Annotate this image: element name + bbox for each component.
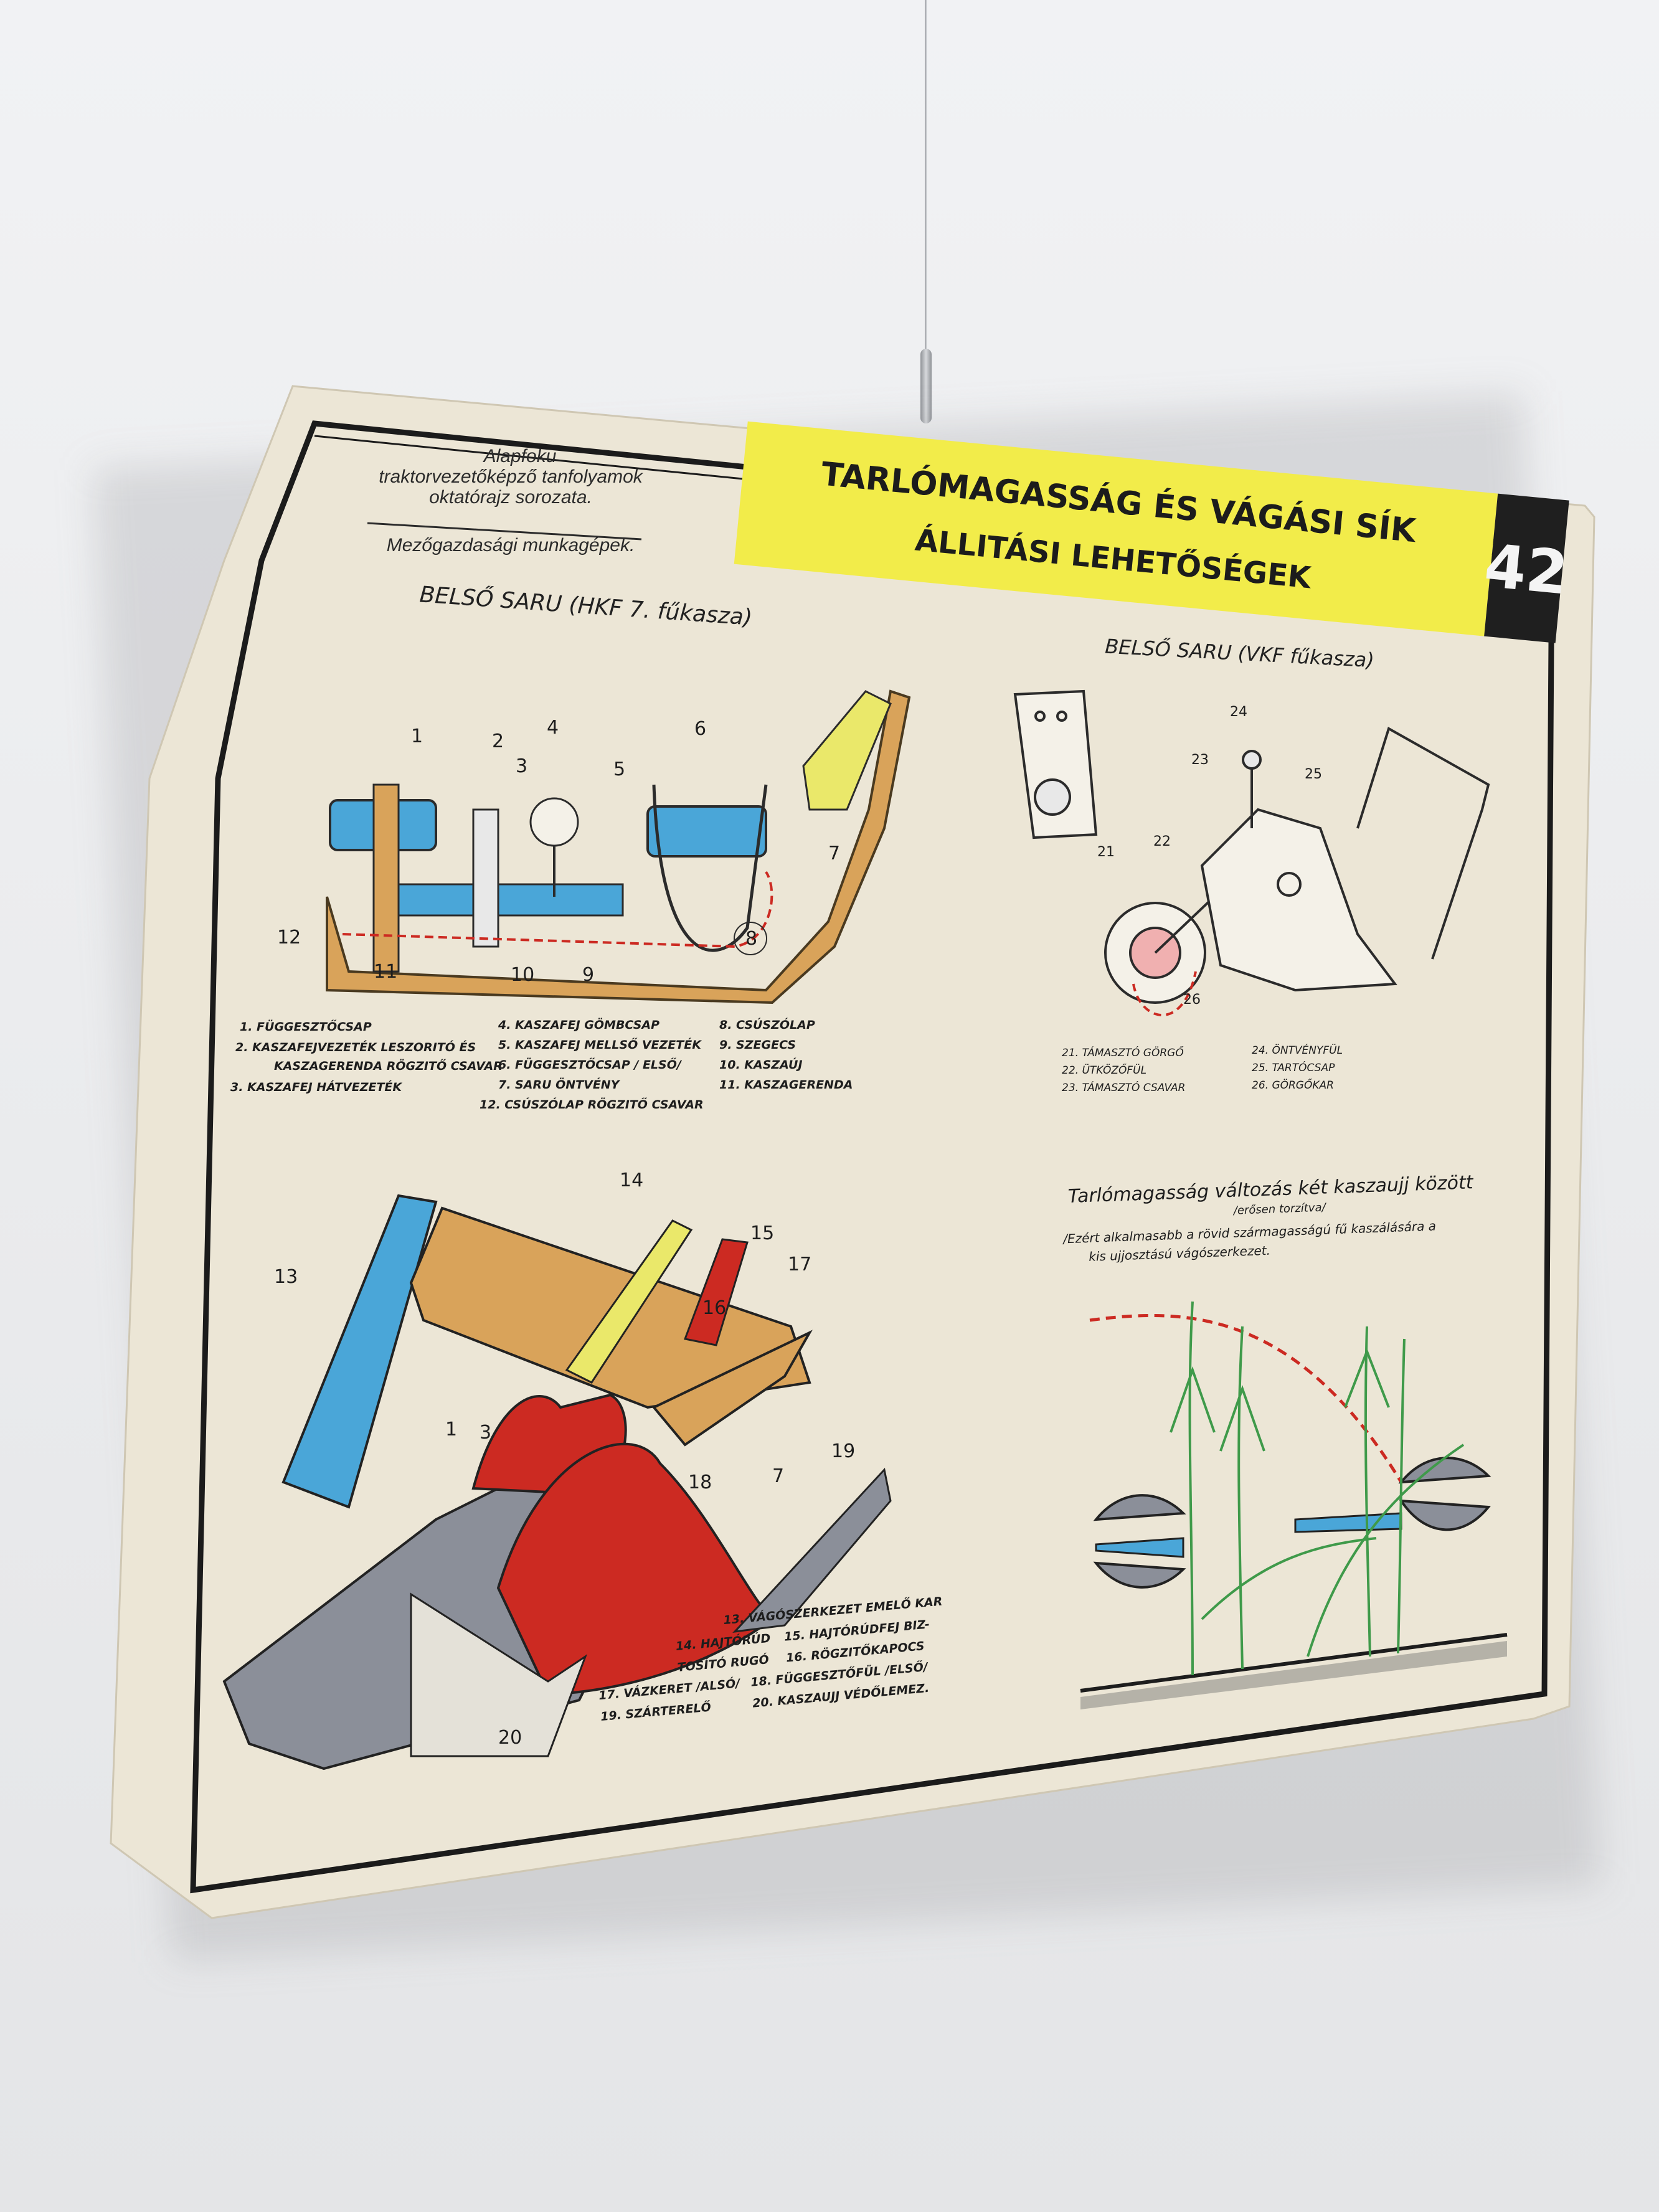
- left-callout-1: 1: [411, 726, 423, 747]
- legend-item-24: 24. ÖNTVÉNYFÜL: [1252, 1043, 1343, 1057]
- grass-stalks: [1170, 1301, 1465, 1676]
- legend-item-21: 21. TÁMASZTÓ GÖRGŐ: [1062, 1046, 1184, 1059]
- legend-item-5: 5. KASZAFEJ MELLSŐ VEZETÉK: [498, 1037, 702, 1052]
- bottom-callout-19: 19: [831, 1440, 855, 1462]
- legend-item-8: 8. CSÚSZÓLAP: [719, 1017, 815, 1032]
- left-callout-5: 5: [613, 759, 625, 780]
- left-callout-6: 6: [694, 718, 706, 740]
- right-callout-26: 26: [1183, 992, 1201, 1008]
- legend-item-12: 12. CSÚSZÓLAP RÖGZITŐ CSAVAR: [480, 1097, 704, 1112]
- right-callout-21: 21: [1097, 844, 1115, 860]
- bottom-callout-20: 20: [498, 1727, 522, 1749]
- bottom-callout-18: 18: [688, 1472, 712, 1493]
- right-legend: 21. TÁMASZTÓ GÖRGŐ 22. ÜTKÖZŐFÜL 23. TÁM…: [1062, 1043, 1343, 1094]
- bottom-callout-1: 1: [445, 1419, 457, 1440]
- legend-item-6: 6. FÜGGESZTŐCSAP / ELSŐ/: [498, 1057, 683, 1072]
- right-callout-24: 24: [1230, 704, 1247, 720]
- legend-item-7: 7. SARU ÖNTVÉNY: [498, 1077, 621, 1092]
- right-mechanism-diagram: 21 22 23 24 25 26: [1013, 689, 1490, 1016]
- series-line-1: Alapfoku: [483, 446, 557, 466]
- legend-item-11: 11. KASZAGERENDA: [719, 1078, 853, 1092]
- hanging-wire: [925, 0, 927, 374]
- right-callout-22: 22: [1153, 834, 1171, 849]
- legend-item-2: 2. KASZAFEJVEZETÉK LESZORITÓ ÉS: [235, 1039, 476, 1054]
- left-callout-12: 12: [277, 927, 301, 948]
- series-header: Alapfoku traktorvezetőképző tanfolyamok …: [367, 446, 644, 555]
- legend-item-2b: KASZAGERENDA RÖGZITŐ CSAVAR: [274, 1058, 503, 1073]
- legend-item-10: 10. KASZAÚJ: [719, 1057, 803, 1072]
- category-line: Mezőgazdasági munkagépek.: [387, 535, 635, 555]
- bottom-callout-14: 14: [620, 1170, 643, 1191]
- legend-item-1: 1. FÜGGESZTŐCSAP: [240, 1019, 372, 1034]
- bottom-callout-13: 13: [274, 1266, 298, 1288]
- series-line-2: traktorvezetőképző tanfolyamok: [379, 466, 644, 487]
- title-banner: TARLÓMAGASSÁG ÉS VÁGÁSI SÍK ÁLLITÁSI LEH…: [734, 421, 1571, 643]
- legend-item-23: 23. TÁMASZTÓ CSAVAR: [1062, 1080, 1185, 1094]
- right-callout-23: 23: [1191, 752, 1209, 768]
- right-callout-25: 25: [1305, 767, 1322, 782]
- left-callout-4: 4: [547, 717, 559, 739]
- left-callout-2: 2: [492, 730, 504, 752]
- bottom-callout-3: 3: [480, 1422, 491, 1444]
- poster-number: 42: [1482, 531, 1571, 608]
- bottom-callout-17: 17: [788, 1254, 811, 1275]
- bottom-callout-7: 7: [772, 1465, 784, 1487]
- left-callout-7: 7: [828, 843, 840, 864]
- left-callout-8: 8: [745, 928, 757, 950]
- legend-item-9: 9. SZEGECS: [719, 1038, 796, 1052]
- legend-item-3: 3. KASZAFEJ HÁTVEZETÉK: [230, 1080, 402, 1094]
- legend-item-25: 25. TARTÓCSAP: [1252, 1061, 1335, 1074]
- bottom-left-illustration: 13 14 15 16 17 19 18 7 1 3 20: [222, 1170, 892, 1770]
- hanging-clip: [920, 349, 932, 423]
- legend-item-4: 4. KASZAFEJ GÖMBCSAP: [498, 1017, 659, 1032]
- left-legend: 1. FÜGGESZTŐCSAP 2. KASZAFEJVEZETÉK LESZ…: [230, 1017, 853, 1112]
- left-callout-11: 11: [374, 961, 397, 983]
- finger-guard-left: [1093, 1494, 1186, 1589]
- series-line-3: oktatórajz sorozata.: [429, 487, 592, 508]
- legend-item-26: 26. GÖRGŐKAR: [1252, 1078, 1334, 1092]
- legend-item-22: 22. ÜTKÖZŐFÜL: [1062, 1063, 1146, 1077]
- left-callout-9: 9: [582, 964, 594, 986]
- left-callout-3: 3: [516, 755, 527, 777]
- bottom-callout-16: 16: [702, 1297, 726, 1319]
- stubble-illustration: [1080, 1301, 1508, 1709]
- left-callout-10: 10: [511, 964, 534, 986]
- bottom-callout-15: 15: [750, 1222, 774, 1244]
- left-mechanism-diagram: 1 2 3 4 5 6 7 8 9 10 11 12: [277, 689, 911, 1004]
